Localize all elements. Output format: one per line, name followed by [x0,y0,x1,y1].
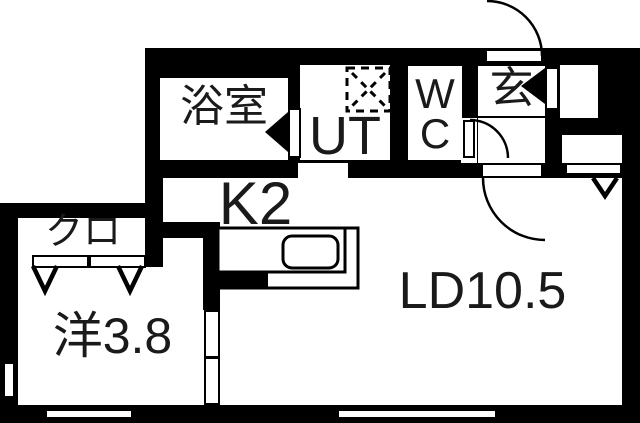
front-door-leaf [485,49,543,63]
closet-door-panel-right [89,255,146,268]
side-closet-door-bar [565,163,622,175]
wall-west-left [0,203,18,405]
wall-kitchen-stub [203,270,268,288]
shoe-closet [560,65,598,118]
closet-fold-mark-right-icon [115,265,145,297]
toilet-label-c: C [419,110,451,157]
wall-right [622,178,640,423]
living-door-leaf [481,163,543,178]
closet-fold-mark-left-icon [30,265,60,297]
shoe-closet-door-leaf [545,67,559,110]
wall-mid-vertical [145,178,163,267]
window-living-bottom [337,409,497,419]
bath-label: 浴室 [180,82,268,131]
closet-label: クロ [44,211,121,253]
closet-door-panel-left [32,255,89,268]
utility-label: UT [309,106,381,166]
entrance-hallway [478,118,545,163]
living-door-swing-arc-icon [481,177,546,242]
side-closet [562,135,622,163]
wall-mid-horizontal [163,222,220,238]
toilet-door-leaf [463,120,475,158]
living-dining-label: LD10.5 [398,262,567,320]
sliding-door-panel-top [204,310,220,358]
side-closet-fold-mark-icon [591,176,619,201]
western-room-label: 洋3.8 [52,308,173,364]
bath-door-leaf [288,108,301,158]
room-toilet [408,66,462,160]
entrance-step-line [478,116,545,118]
toilet-label-w: W [415,70,455,117]
kitchen-label: K2 [218,170,293,237]
sliding-door-panel-bottom [204,357,220,405]
window-west-left [3,362,15,398]
kitchen-sink-icon [281,234,340,270]
entrance-label: 玄 [489,64,534,113]
wall-west-top [0,203,163,218]
utility-door-opening [298,163,348,178]
window-west-bottom [45,409,133,419]
